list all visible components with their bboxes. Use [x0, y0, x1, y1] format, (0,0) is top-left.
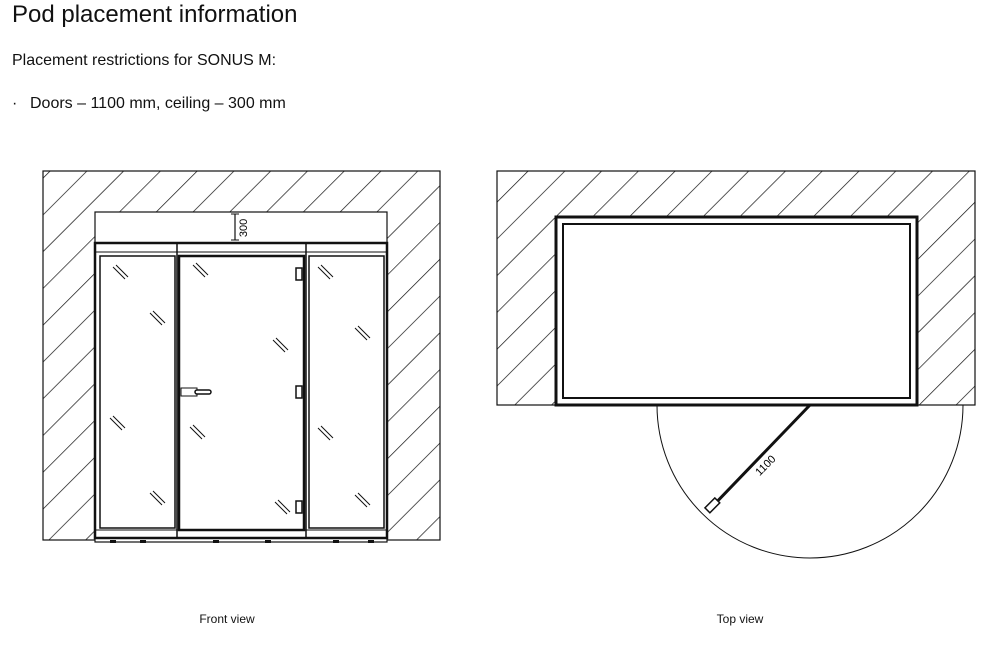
feet [110, 540, 374, 543]
front-view-caption: Front view [199, 612, 255, 626]
door-leaf [706, 403, 812, 513]
right-glass-panel [308, 255, 385, 529]
front-view-diagram: 300 [42, 170, 441, 543]
ceiling-dimension: 300 [238, 219, 250, 237]
bullet-dot-icon: · [12, 95, 18, 112]
subtitle: Placement restrictions for SONUS M: [12, 52, 277, 69]
door-swing-arc [656, 404, 964, 559]
page-title: Pod placement information [12, 1, 298, 28]
glass-reflection-marks [109, 262, 371, 515]
bullet-text: Doors – 1100 mm, ceiling – 300 mm [30, 95, 286, 112]
door-dimension: 1100 [753, 453, 778, 478]
pod-outline [554, 215, 919, 407]
top-view-caption: Top view [716, 612, 764, 626]
left-glass-panel [99, 255, 176, 529]
hinge-icon [295, 385, 303, 399]
handle-icon [703, 496, 721, 514]
bullet-item: · Doors – 1100 mm, ceiling – 300 mm [12, 95, 286, 113]
hinge-icon [295, 267, 303, 281]
top-view-diagram: 1100 [496, 170, 976, 559]
hinge-icon [295, 500, 303, 514]
